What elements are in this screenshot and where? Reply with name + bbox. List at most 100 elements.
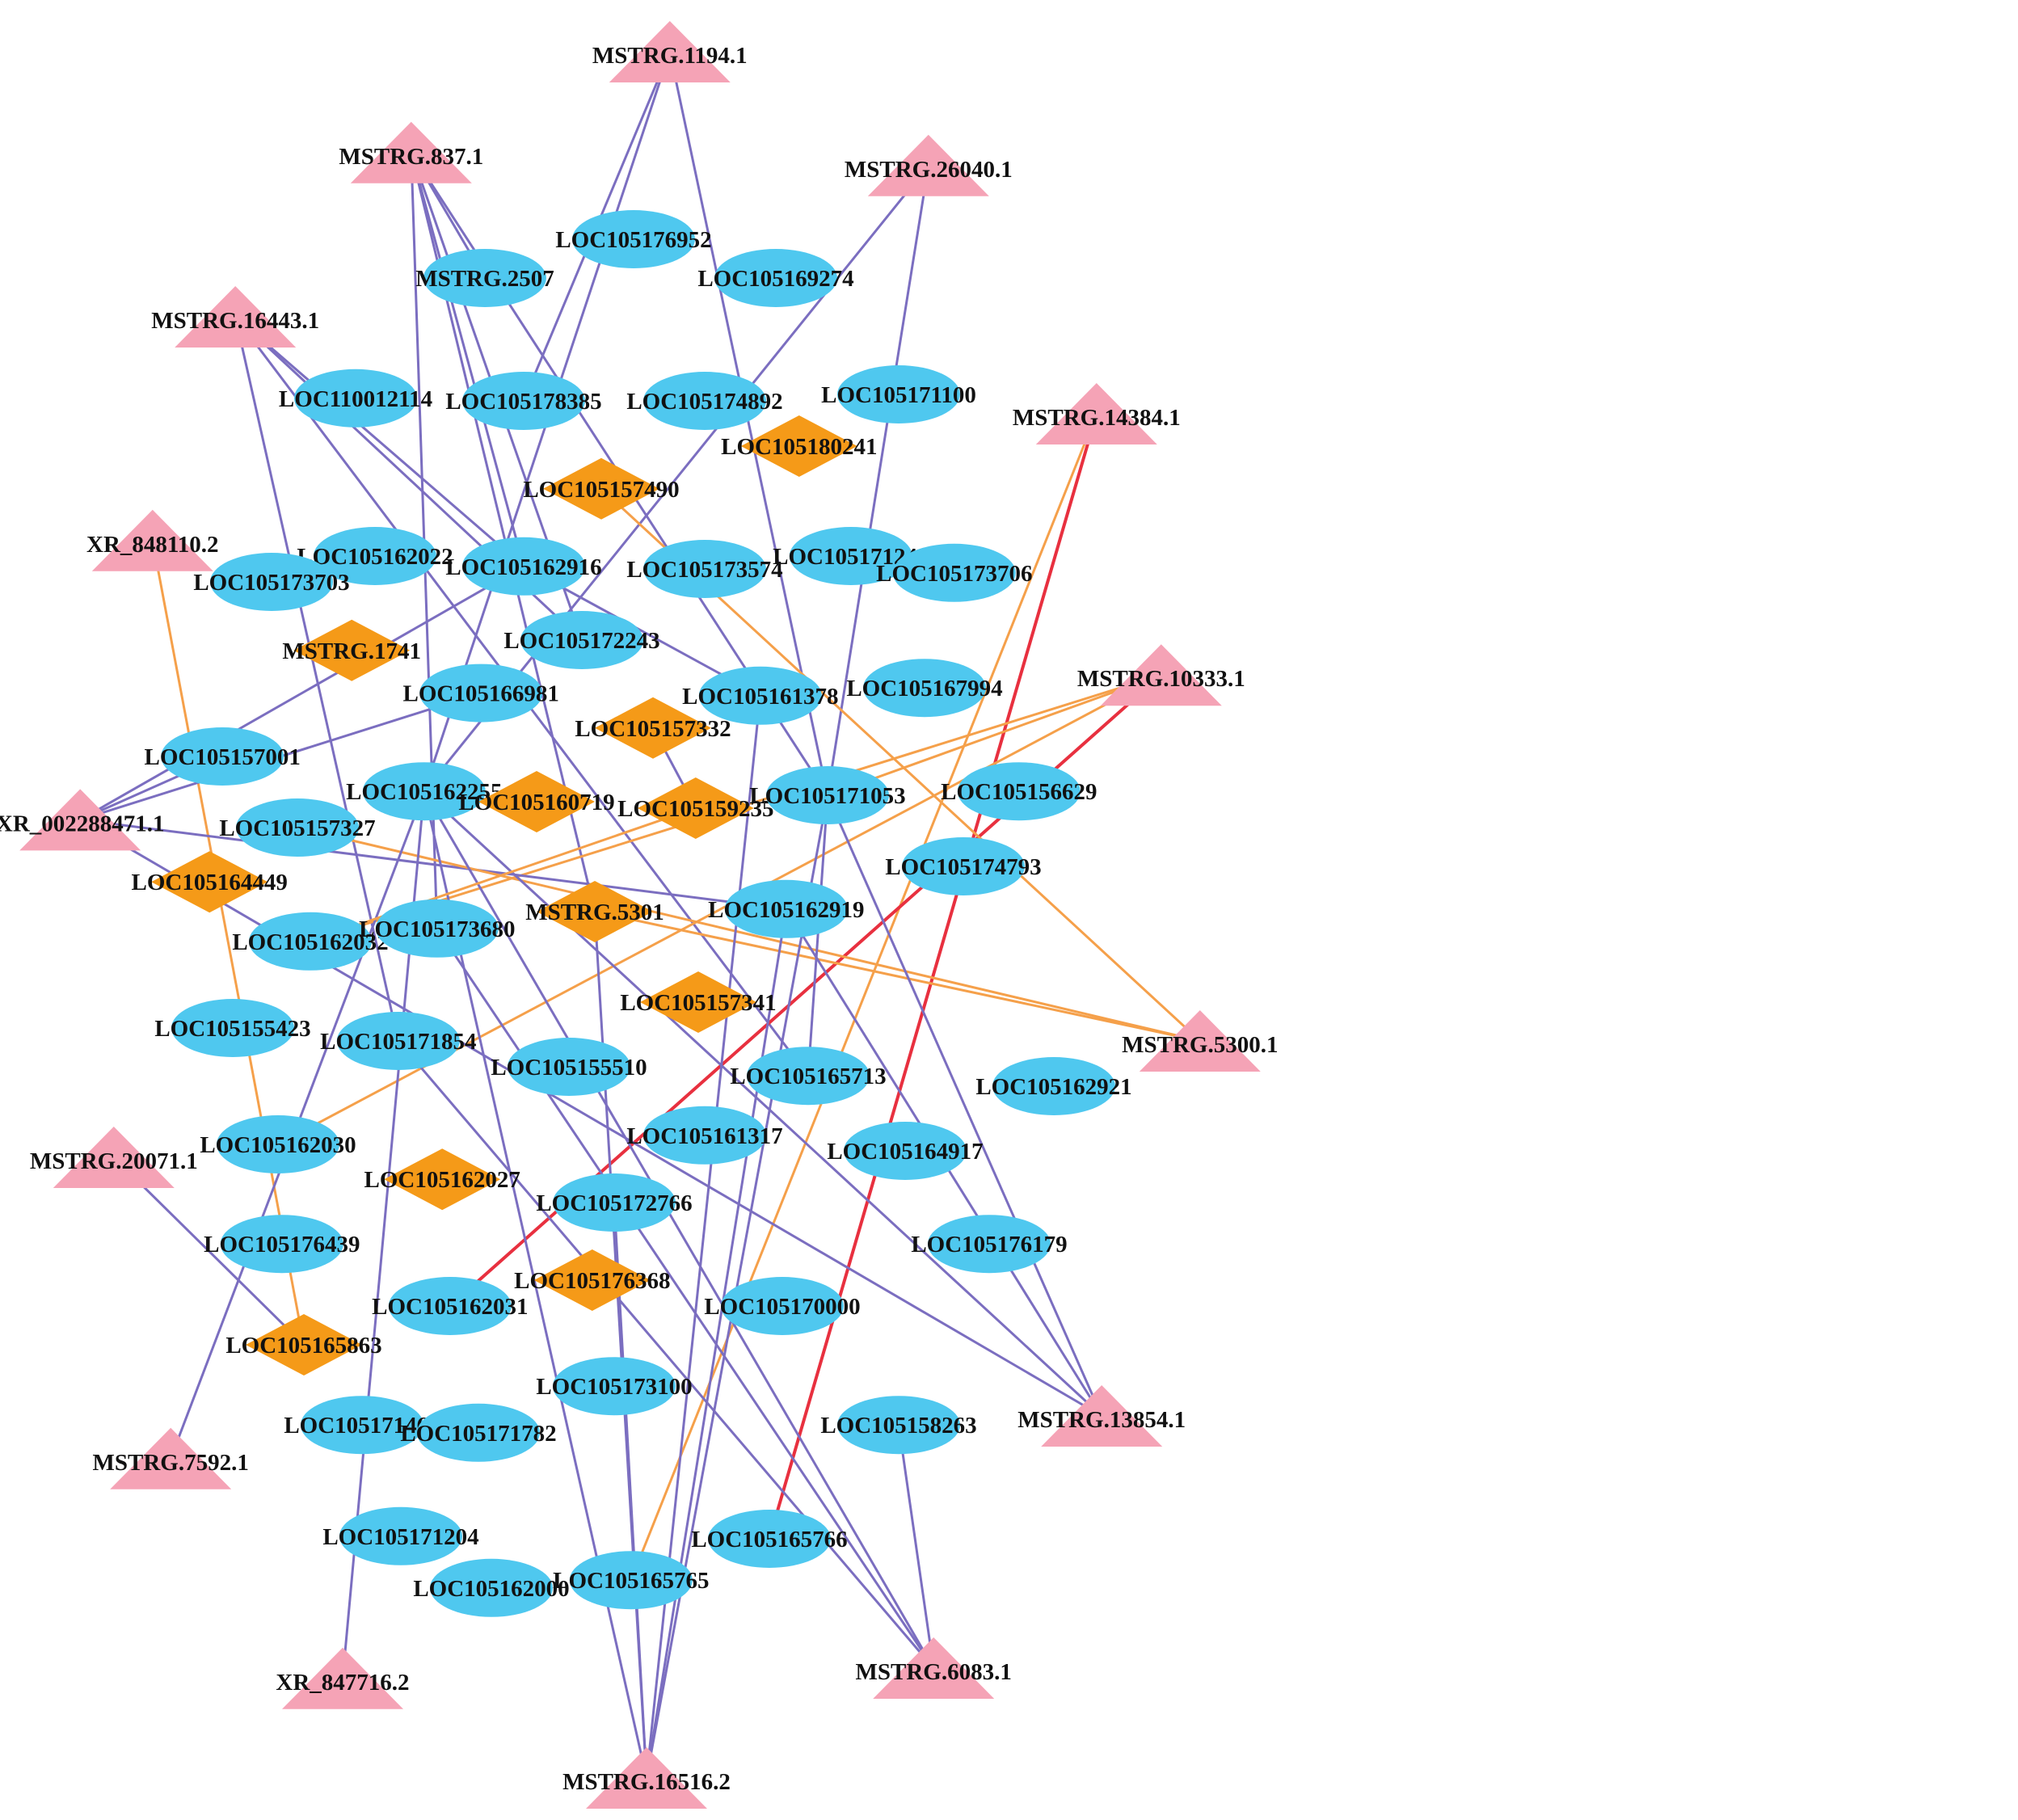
node-loc105171854[interactable]: LOC105171854 (320, 1012, 476, 1070)
node-loc105171467[interactable]: LOC105171467 (284, 1396, 440, 1455)
node-mstrg-7592-1[interactable]: MSTRG.7592.1 (93, 1427, 249, 1489)
edge-xr-002288471-1-to-mstrg-13854-1 (79, 819, 1102, 1418)
node-mstrg-26040-1[interactable]: MSTRG.26040.1 (845, 134, 1013, 196)
node-loc105176368[interactable]: LOC105176368 (514, 1249, 670, 1311)
triangle-shape (873, 1637, 995, 1699)
node-mstrg-14384-1[interactable]: MSTRG.14384.1 (1013, 383, 1181, 444)
node-mstrg-13854-1[interactable]: MSTRG.13854.1 (1017, 1385, 1186, 1447)
node-label: MSTRG.1741 (282, 638, 421, 664)
node-loc105173703[interactable]: LOC105173703 (193, 553, 350, 611)
node-loc105157341[interactable]: LOC105157341 (620, 971, 777, 1033)
node-loc105169274[interactable]: LOC105169274 (697, 249, 854, 307)
node-mstrg-5301[interactable]: MSTRG.5301 (525, 881, 664, 942)
node-loc105174892[interactable]: LOC105174892 (626, 372, 783, 430)
node-xr-848110-2[interactable]: XR_848110.2 (86, 509, 219, 571)
node-loc105171242[interactable]: LOC105171242 (773, 527, 929, 585)
node-loc105171100[interactable]: LOC105171100 (821, 365, 976, 423)
node-loc105171053[interactable]: LOC105171053 (749, 766, 906, 824)
node-loc105162255[interactable]: LOC105162255 (346, 762, 502, 821)
node-loc105162030[interactable]: LOC105162030 (200, 1115, 356, 1173)
node-loc105158263[interactable]: LOC105158263 (820, 1396, 977, 1455)
node-loc105162919[interactable]: LOC105162919 (708, 879, 864, 938)
node-loc105165863[interactable]: LOC105165863 (225, 1314, 382, 1376)
node-loc105172766[interactable]: LOC105172766 (536, 1173, 693, 1232)
node-mstrg-1741[interactable]: MSTRG.1741 (282, 619, 421, 681)
node-loc105161378[interactable]: LOC105161378 (682, 666, 838, 725)
node-loc105165713[interactable]: LOC105165713 (730, 1047, 887, 1106)
node-mstrg-16516-2[interactable]: MSTRG.16516.2 (562, 1747, 731, 1809)
node-loc105164449[interactable]: LOC105164449 (132, 851, 288, 913)
node-loc105173706[interactable]: LOC105173706 (876, 543, 1032, 602)
node-mstrg-837-1[interactable]: MSTRG.837.1 (339, 121, 483, 183)
edge-mstrg-837-1-to-loc105162916 (410, 152, 525, 567)
node-xr-002288471-1[interactable]: XR_002288471.1 (0, 789, 165, 851)
node-loc105162921[interactable]: LOC105162921 (975, 1057, 1132, 1115)
node-loc105170000[interactable]: LOC105170000 (704, 1277, 861, 1335)
node-loc105162027[interactable]: LOC105162027 (364, 1148, 520, 1211)
node-label: LOC105162031 (372, 1294, 528, 1320)
node-mstrg-5300-1[interactable]: MSTRG.5300.1 (1122, 1010, 1278, 1072)
triangle-shape (867, 134, 989, 196)
node-loc110012114[interactable]: LOC110012114 (279, 369, 432, 428)
node-loc105165766[interactable]: LOC105165766 (691, 1510, 848, 1568)
node-loc105173680[interactable]: LOC105173680 (359, 899, 515, 958)
node-loc105157490[interactable]: LOC105157490 (523, 457, 680, 520)
node-loc105156629[interactable]: LOC105156629 (941, 762, 1097, 821)
node-loc105173574[interactable]: LOC105173574 (626, 540, 783, 598)
node-loc105167994[interactable]: LOC105167994 (846, 659, 1003, 718)
node-xr-847716-2[interactable]: XR_847716.2 (276, 1647, 410, 1709)
node-loc105159235[interactable]: LOC105159235 (617, 777, 773, 839)
node-label: LOC105162032 (232, 929, 388, 955)
node-loc105171204[interactable]: LOC105171204 (322, 1506, 479, 1565)
node-label: MSTRG.5301 (525, 899, 664, 925)
node-label: XR_002288471.1 (0, 811, 165, 836)
node-mstrg-20071-1[interactable]: MSTRG.20071.1 (30, 1127, 198, 1188)
node-label: LOC105162022 (297, 544, 453, 570)
ellipse-shape (747, 1047, 870, 1106)
node-loc105173100[interactable]: LOC105173100 (536, 1357, 693, 1416)
node-loc105162032[interactable]: LOC105162032 (232, 912, 389, 971)
node-loc105160719[interactable]: LOC105160719 (458, 771, 615, 832)
node-label: MSTRG.16516.2 (562, 1769, 731, 1795)
node-label: LOC105171854 (320, 1029, 476, 1055)
node-loc105157327[interactable]: LOC105157327 (219, 798, 376, 857)
ellipse-shape (892, 543, 1016, 602)
node-mstrg-10333-1[interactable]: MSTRG.10333.1 (1077, 644, 1245, 706)
node-mstrg-16443-1[interactable]: MSTRG.16443.1 (151, 286, 319, 348)
node-loc105178385[interactable]: LOC105178385 (445, 372, 602, 430)
node-loc105164917[interactable]: LOC105164917 (827, 1122, 984, 1180)
node-loc105166981[interactable]: LOC105166981 (403, 664, 559, 723)
diamond-shape (533, 1249, 651, 1311)
node-loc105162031[interactable]: LOC105162031 (372, 1277, 528, 1335)
node-label: LOC105176368 (514, 1268, 670, 1294)
node-label: MSTRG.14384.1 (1013, 405, 1181, 431)
node-label: LOC105165766 (691, 1527, 847, 1552)
ellipse-shape (336, 1012, 460, 1070)
node-loc105165765[interactable]: LOC105165765 (553, 1551, 709, 1610)
node-loc105176439[interactable]: LOC105176439 (204, 1215, 360, 1274)
ellipse-shape (301, 1396, 423, 1455)
node-mstrg-1194-1[interactable]: MSTRG.1194.1 (592, 21, 748, 82)
node-loc105162916[interactable]: LOC105162916 (445, 537, 602, 596)
node-label: LOC105157341 (620, 990, 776, 1016)
node-label: LOC105173680 (359, 916, 515, 942)
ellipse-shape (375, 899, 499, 958)
ellipse-shape (766, 766, 889, 824)
node-mstrg-2507[interactable]: MSTRG.2507 (415, 249, 554, 307)
node-loc105171782[interactable]: LOC105171782 (400, 1403, 557, 1462)
edge-mstrg-5300-1-to-loc105157327 (297, 826, 1201, 1043)
node-loc105172243[interactable]: LOC105172243 (503, 611, 660, 669)
node-mstrg-6083-1[interactable]: MSTRG.6083.1 (856, 1637, 1012, 1699)
node-loc105155510[interactable]: LOC105155510 (491, 1038, 647, 1096)
node-loc105157001[interactable]: LOC105157001 (145, 727, 301, 786)
node-loc105161317[interactable]: LOC105161317 (626, 1106, 783, 1165)
node-loc105157332[interactable]: LOC105157332 (575, 697, 731, 759)
node-label: MSTRG.837.1 (339, 144, 483, 170)
node-loc105155423[interactable]: LOC105155423 (154, 999, 311, 1057)
node-loc105162022[interactable]: LOC105162022 (297, 527, 453, 585)
node-loc105176179[interactable]: LOC105176179 (911, 1215, 1068, 1274)
node-loc105180241[interactable]: LOC105180241 (721, 415, 877, 477)
node-loc105176952[interactable]: LOC105176952 (555, 210, 712, 268)
node-loc105174793[interactable]: LOC105174793 (885, 837, 1042, 895)
node-loc105162000[interactable]: LOC105162000 (413, 1558, 570, 1617)
